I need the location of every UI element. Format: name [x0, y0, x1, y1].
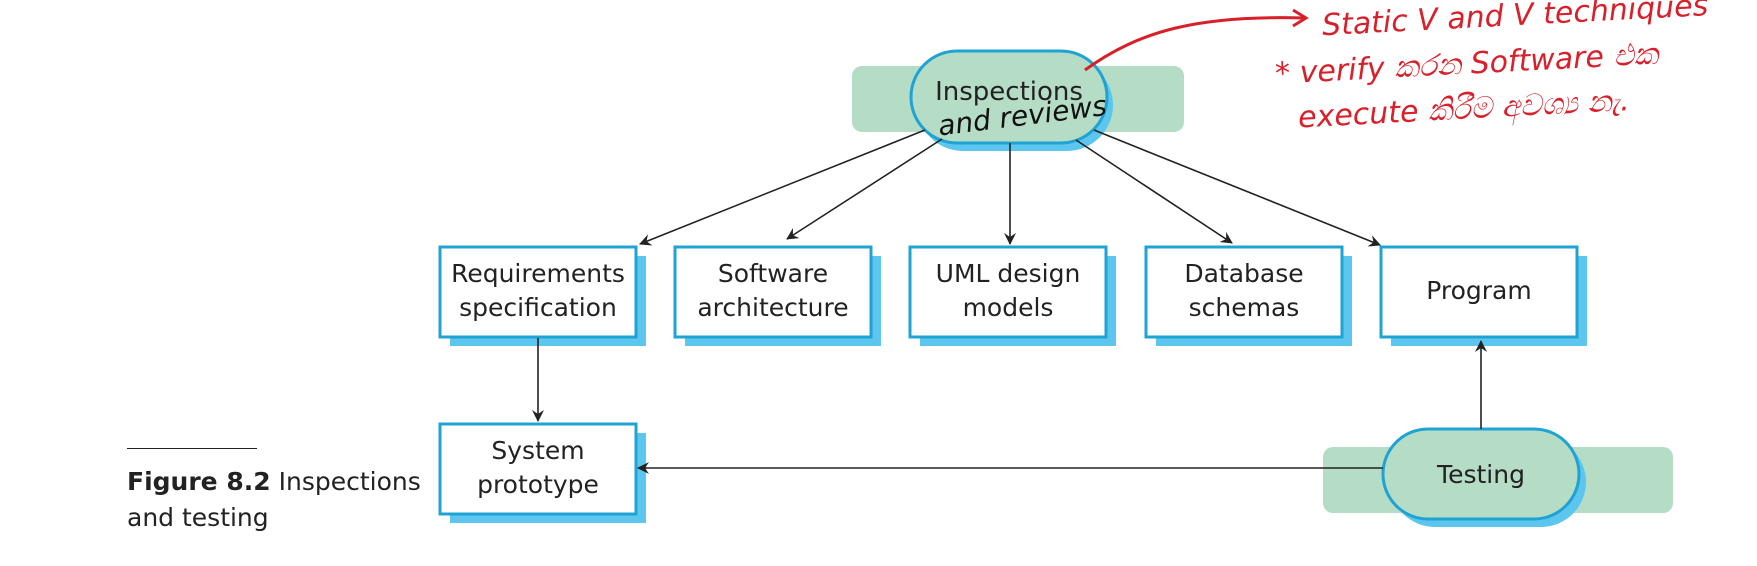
arrow-inspections-to-database [1075, 139, 1233, 244]
arrow-inspections-to-requirements [639, 129, 926, 246]
program-label: Program [1426, 276, 1531, 305]
uml-label-line1: UML design [936, 259, 1081, 288]
database-label-line2: schemas [1189, 293, 1300, 322]
software-label-line1: Software [718, 259, 828, 288]
database-label-line1: Database [1184, 259, 1303, 288]
caption-rule [127, 448, 257, 449]
testing-node: Testing [1381, 427, 1586, 527]
annotation-pointer-line [1084, 16, 1306, 72]
uml-node: UML design models [908, 245, 1116, 346]
inspections-node: Inspections [909, 49, 1113, 151]
requirements-node: Requirements specification [438, 245, 646, 346]
testing-label: Testing [1436, 460, 1525, 489]
requirements-label-line1: Requirements [451, 259, 625, 288]
annotation-line3: execute කිරීම අවශ්‍ය නැ. [1297, 83, 1630, 136]
annotation-pointer-arrowhead [1292, 8, 1309, 28]
system-label-line2: prototype [477, 470, 599, 499]
requirements-label-line2: specification [459, 293, 617, 322]
arrow-inspections-to-program [1093, 129, 1381, 247]
figure-title: Inspections and testing [127, 467, 421, 532]
database-node: Database schemas [1144, 245, 1352, 346]
figure-label: Figure 8.2 [127, 467, 271, 496]
software-label-line2: architecture [697, 293, 848, 322]
system-node: System prototype [438, 422, 646, 523]
system-label-line1: System [491, 436, 584, 465]
inspections-label: Inspections [935, 77, 1083, 107]
arrow-inspections-to-software [786, 138, 943, 240]
annotation-line2: * verify කරන Software එක [1274, 37, 1661, 92]
program-node: Program [1379, 245, 1587, 346]
software-node: Software architecture [673, 245, 881, 346]
uml-label-line2: models [963, 293, 1054, 322]
